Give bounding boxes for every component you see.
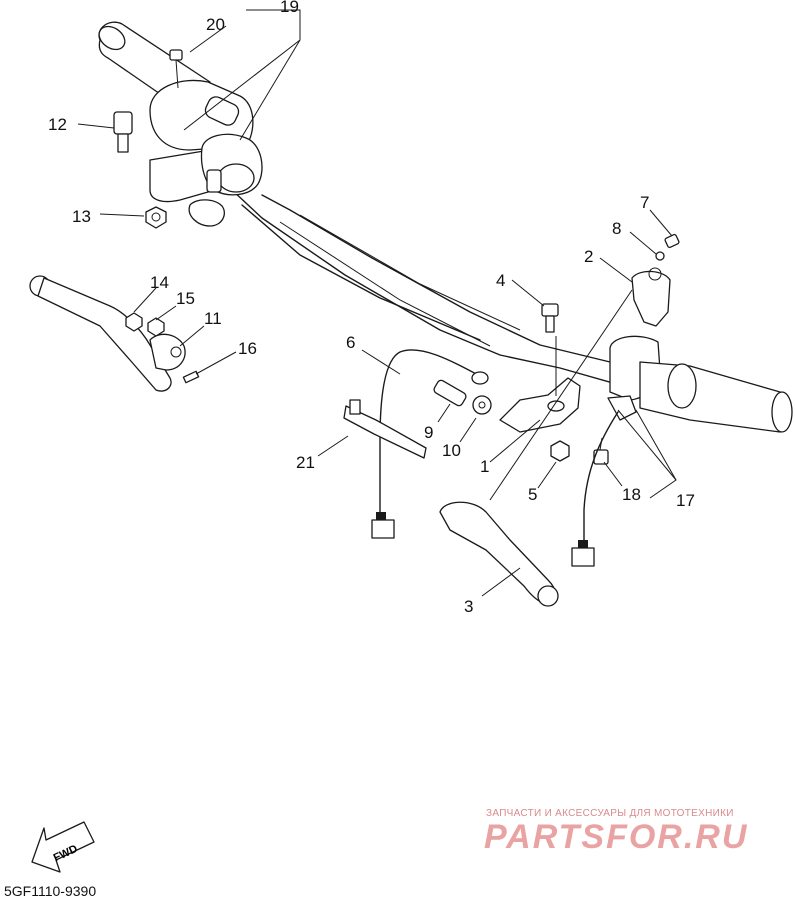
callout-12: 12 xyxy=(48,115,67,134)
callout-8: 8 xyxy=(612,219,621,238)
nut-13 xyxy=(145,206,167,229)
callout-19: 19 xyxy=(280,0,299,16)
screw-7 xyxy=(664,233,680,249)
callout-17: 17 xyxy=(676,491,695,510)
callout-18: 18 xyxy=(622,485,641,504)
callout-2: 2 xyxy=(584,247,593,266)
callout-15: 15 xyxy=(176,289,195,308)
callout-3: 3 xyxy=(464,597,473,616)
callout-7: 7 xyxy=(640,193,649,212)
callout-labels: 1 2 3 4 5 6 7 8 9 10 11 12 13 14 15 16 1… xyxy=(48,0,695,616)
callout-6: 6 xyxy=(346,333,355,352)
fwd-arrow-icon: FWD xyxy=(31,821,95,873)
callout-20: 20 xyxy=(206,15,225,34)
callout-1: 1 xyxy=(480,457,489,476)
left-lever-assembly xyxy=(29,275,200,392)
callout-14: 14 xyxy=(150,273,169,292)
adjuster-9 xyxy=(433,379,467,407)
callout-4: 4 xyxy=(496,271,505,290)
handlebar xyxy=(231,189,621,386)
callout-9: 9 xyxy=(424,423,433,442)
watermark-tagline: ЗАПЧАСТИ И АКСЕССУАРЫ ДЛЯ МОТОТЕХНИКИ xyxy=(486,808,734,819)
nut-5 xyxy=(550,440,570,462)
screw-20 xyxy=(169,49,183,89)
callout-21: 21 xyxy=(296,453,315,472)
lead-wire-6 xyxy=(371,349,489,539)
callout-5: 5 xyxy=(528,485,537,504)
callout-16: 16 xyxy=(238,339,257,358)
callout-10: 10 xyxy=(442,441,461,460)
bolt-4 xyxy=(541,303,559,333)
watermark-brand: PARTSFOR.RU xyxy=(484,818,749,856)
callout-11: 11 xyxy=(204,309,222,328)
left-grip-assembly xyxy=(98,21,263,229)
bolt-12 xyxy=(113,111,133,153)
cable-tie-21 xyxy=(343,399,427,459)
leader-lines xyxy=(77,9,677,597)
washer-10 xyxy=(472,395,492,415)
callout-13: 13 xyxy=(72,207,91,226)
catalog-code: 5GF1110-9390 xyxy=(4,883,97,899)
washer-8 xyxy=(655,251,665,261)
right-grip-assembly xyxy=(571,233,793,567)
